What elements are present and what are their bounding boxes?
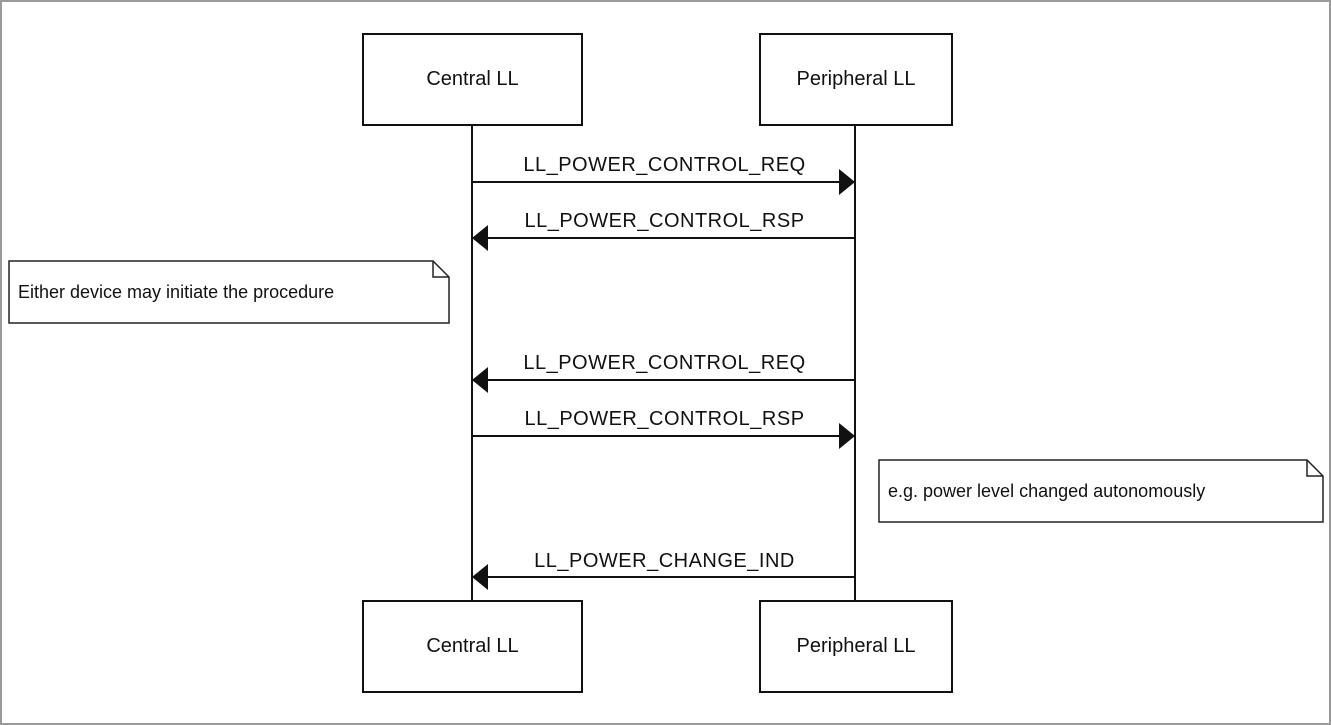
note-frame xyxy=(8,260,450,324)
message-2-label: LL_POWER_CONTROL_RSP xyxy=(524,210,805,232)
note-initiate: Either device may initiate the procedure xyxy=(8,260,450,324)
message-4-arrowhead xyxy=(839,423,855,449)
note-autonomous: e.g. power level changed autonomously xyxy=(878,459,1324,523)
message-3-arrowhead xyxy=(472,367,488,393)
note-autonomous-text: e.g. power level changed autonomously xyxy=(888,480,1206,501)
peripheral-ll-label: Peripheral LL xyxy=(796,68,916,90)
peripheral-ll-box-bottom: Peripheral LL xyxy=(759,600,953,693)
message-1-label: LL_POWER_CONTROL_REQ xyxy=(523,154,806,176)
peripheral-ll-label: Peripheral LL xyxy=(796,635,916,657)
central-ll-box-top: Central LL xyxy=(362,33,583,126)
note-initiate-text: Either device may initiate the procedure xyxy=(18,281,335,302)
message-1-arrowhead xyxy=(839,169,855,195)
message-2-arrowhead xyxy=(472,225,488,251)
note-frame xyxy=(878,459,1324,523)
peripheral-ll-box-top: Peripheral LL xyxy=(759,33,953,126)
central-ll-label: Central LL xyxy=(426,635,519,657)
message-5-label: LL_POWER_CHANGE_IND xyxy=(534,550,795,572)
message-3-label: LL_POWER_CONTROL_REQ xyxy=(523,352,806,374)
message-5-arrowhead xyxy=(472,564,488,590)
central-ll-label: Central LL xyxy=(426,68,519,90)
central-ll-box-bottom: Central LL xyxy=(362,600,583,693)
message-4-label: LL_POWER_CONTROL_RSP xyxy=(524,408,805,430)
